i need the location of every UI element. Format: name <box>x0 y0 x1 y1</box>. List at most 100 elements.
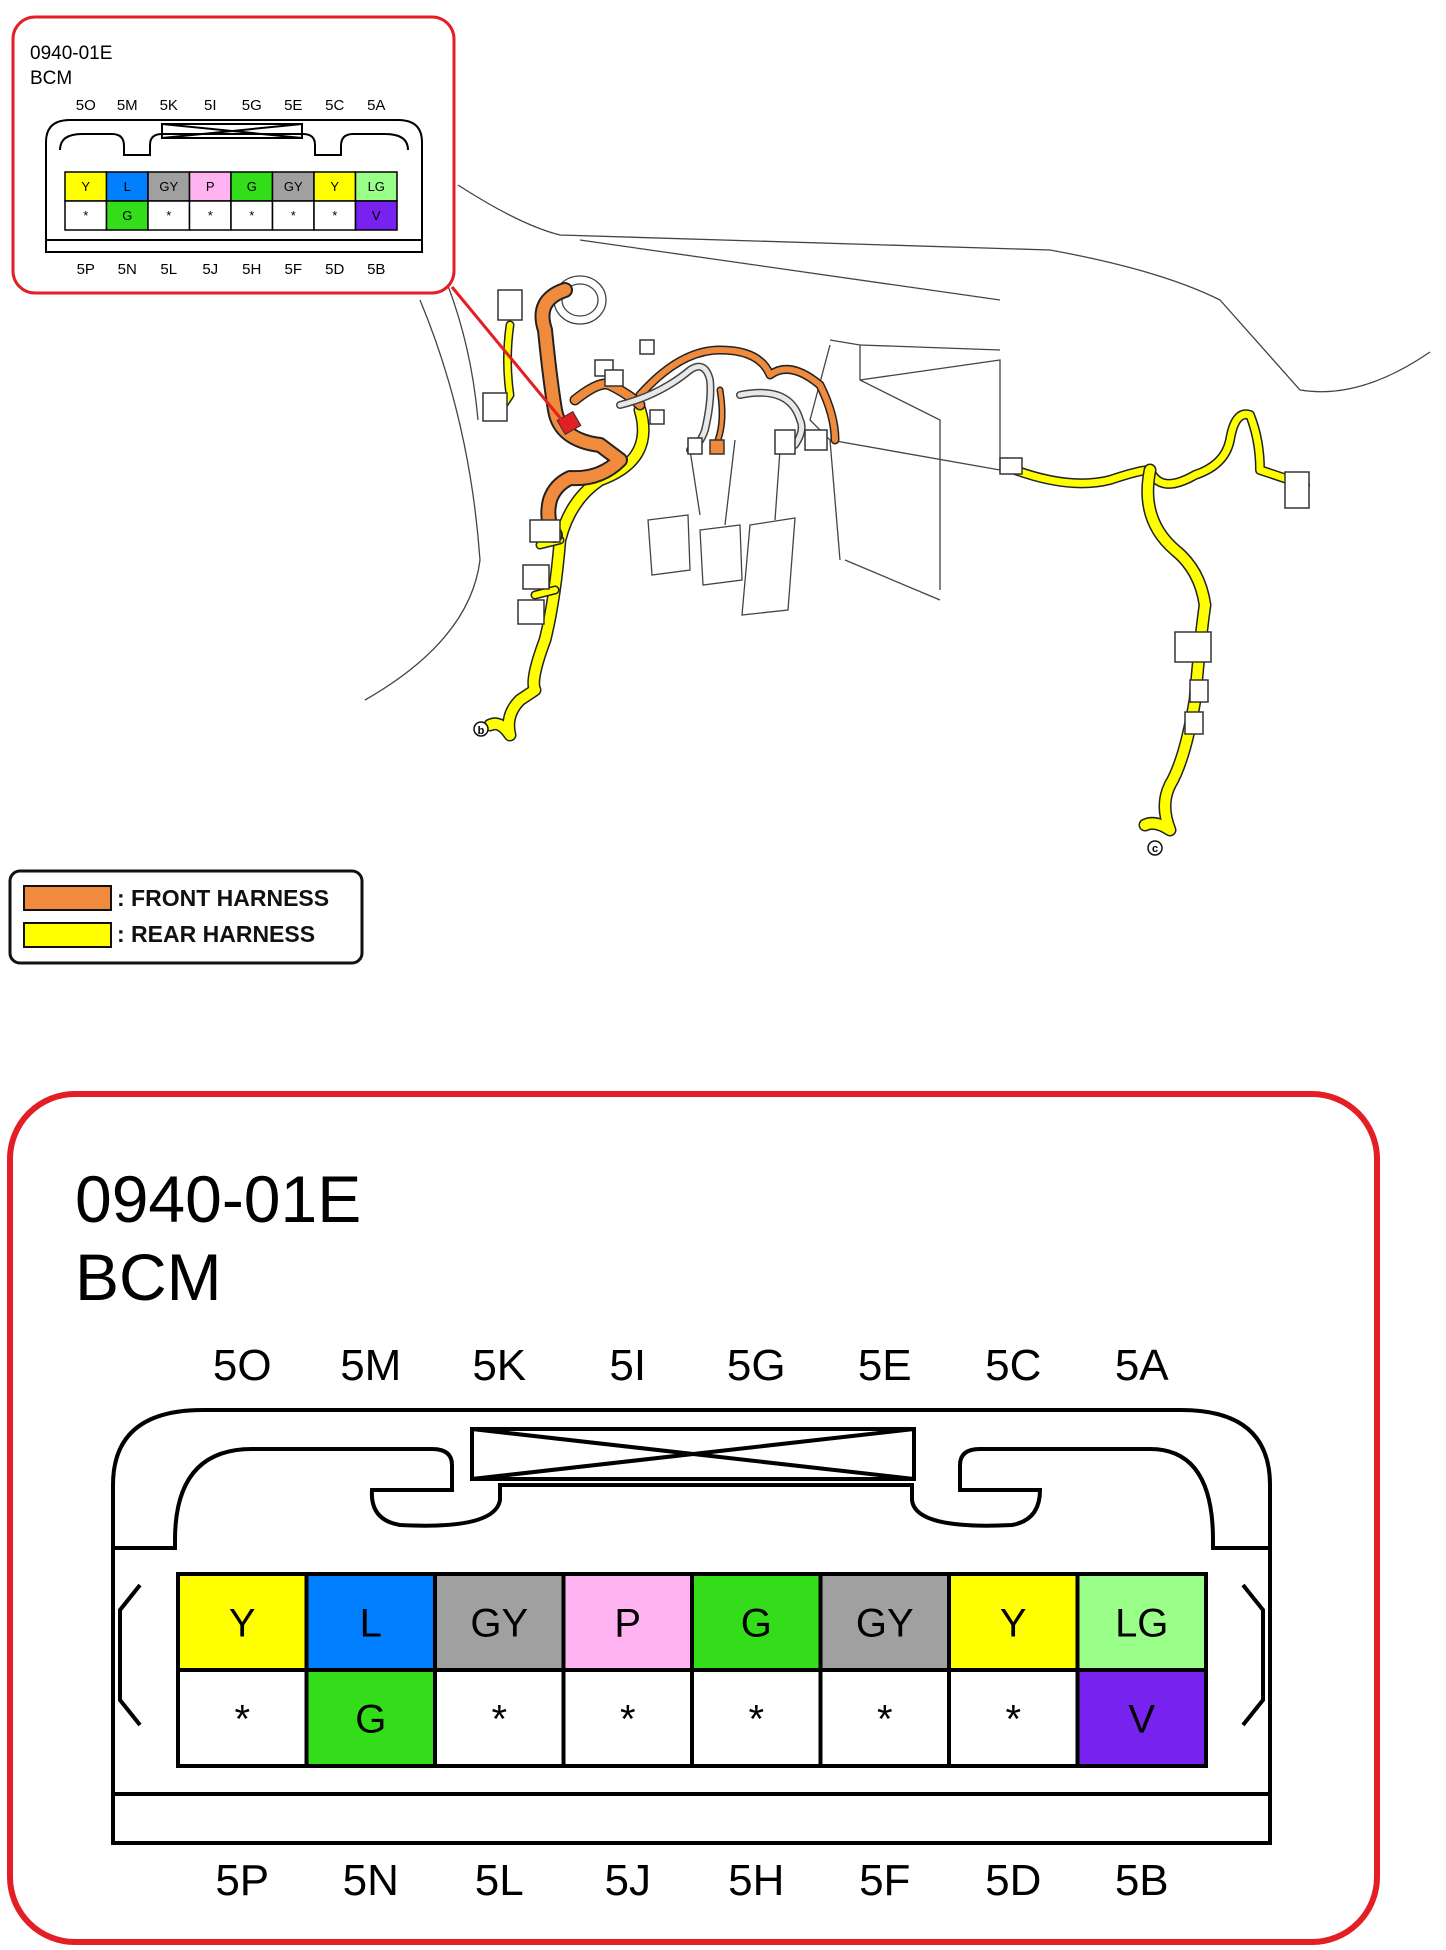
legend: : FRONT HARNESS : REAR HARNESS <box>8 869 364 965</box>
pin-label-bottom: 5D <box>985 1856 1041 1905</box>
wire-color-code: GY <box>159 179 178 194</box>
connector-code-small: 0940-01E <box>30 43 112 64</box>
pin-cell <box>271 171 315 202</box>
unused-pin-mark: * <box>332 208 337 223</box>
wire-color-code: Y <box>330 179 339 194</box>
pin-cell <box>64 200 108 231</box>
wire-color-code: L <box>360 1601 382 1645</box>
pin-cell <box>818 1668 951 1768</box>
connector-body-small <box>45 119 423 253</box>
connector-name-small: BCM <box>30 68 72 89</box>
pin-label-bottom: 5P <box>77 261 95 278</box>
pin-label-top: 5C <box>985 1341 1041 1390</box>
connector-code-large: 0940-01E <box>75 1162 361 1236</box>
unused-pin-mark: * <box>620 1697 636 1741</box>
pin-label-bottom: 5N <box>343 1856 399 1905</box>
svg-text:b: b <box>478 725 485 737</box>
pin-label-top: 5E <box>284 97 302 114</box>
legend-swatch-rear <box>23 922 112 948</box>
pedal-outlines <box>647 439 796 616</box>
wire-color-code: LG <box>368 179 385 194</box>
pin-label-top: 5I <box>204 97 217 114</box>
pin-label-bottom: 5B <box>367 261 385 278</box>
wire-color-code: Y <box>229 1601 256 1645</box>
pin-label-bottom: 5F <box>859 1856 910 1905</box>
pin-label-top: 5O <box>213 1341 272 1390</box>
unused-pin-mark: * <box>83 208 88 223</box>
wire-color-code: G <box>247 179 257 194</box>
ground-point-b-icon: b <box>473 721 489 737</box>
pin-cell <box>354 171 398 202</box>
wire-color-code: P <box>206 179 215 194</box>
pin-label-bottom: 5L <box>160 261 177 278</box>
pin-label-top: 5A <box>1115 1341 1169 1390</box>
pin-cell <box>313 200 357 231</box>
pin-label-bottom: 5L <box>475 1856 524 1905</box>
wire-color-code: Y <box>1000 1601 1027 1645</box>
pin-label-bottom: 5J <box>202 261 218 278</box>
wire-color-code: GY <box>284 179 303 194</box>
pin-cell <box>1075 1572 1208 1672</box>
harness-connectors-left <box>482 289 828 625</box>
callout-leader-line <box>450 286 568 426</box>
pin-label-top: 5M <box>117 97 138 114</box>
pin-cell <box>433 1668 566 1768</box>
pin-label-bottom: 5H <box>242 261 261 278</box>
wire-color-code: G <box>122 208 132 223</box>
wire-color-code: L <box>124 179 131 194</box>
pin-cell <box>147 200 191 231</box>
unused-pin-mark: * <box>1005 1697 1021 1741</box>
pin-cell <box>105 200 149 231</box>
wire-color-code: V <box>1128 1697 1155 1741</box>
front-harness <box>534 282 840 543</box>
pin-cell <box>230 200 274 231</box>
unused-pin-mark: * <box>748 1697 764 1741</box>
pin-cell <box>561 1668 694 1768</box>
pin-cell <box>818 1572 951 1672</box>
wire-color-code: G <box>355 1697 386 1741</box>
pin-label-top: 5C <box>325 97 344 114</box>
pin-cell <box>354 200 398 231</box>
harness-connectors-right <box>999 457 1310 735</box>
legend-label-front: : FRONT HARNESS <box>117 885 329 911</box>
pin-label-top: 5K <box>472 1341 526 1390</box>
pin-label-bottom: 5B <box>1115 1856 1169 1905</box>
wire-color-code: V <box>372 208 381 223</box>
unused-pin-mark: * <box>249 208 254 223</box>
pin-cell <box>561 1572 694 1672</box>
unused-pin-mark: * <box>291 208 296 223</box>
wire-color-code: Y <box>81 179 90 194</box>
ground-point-c-icon: c <box>1147 840 1163 856</box>
wire-color-code: GY <box>856 1601 914 1645</box>
pin-label-top: 5A <box>367 97 385 114</box>
wire-color-code: LG <box>1115 1601 1168 1645</box>
pin-cell <box>947 1668 1080 1768</box>
unused-pin-mark: * <box>877 1697 893 1741</box>
wire-color-code: G <box>741 1601 772 1645</box>
svg-text:c: c <box>1152 843 1158 855</box>
pin-label-bottom: 5D <box>325 261 344 278</box>
connector-body-large <box>111 1408 1272 1845</box>
pin-label-bottom: 5N <box>118 261 137 278</box>
legend-swatch-front <box>23 885 112 911</box>
pin-cell <box>690 1668 823 1768</box>
pin-label-bottom: 5P <box>215 1856 269 1905</box>
pin-label-top: 5G <box>727 1341 786 1390</box>
unused-pin-mark: * <box>166 208 171 223</box>
pin-cell <box>1075 1668 1208 1768</box>
pin-label-top: 5E <box>858 1341 912 1390</box>
pin-label-top: 5G <box>242 97 262 114</box>
pin-cell <box>313 171 357 202</box>
pin-label-bottom: 5H <box>728 1856 784 1905</box>
connector-name-large: BCM <box>75 1240 222 1314</box>
unused-pin-mark: * <box>208 208 213 223</box>
pin-cell <box>304 1668 437 1768</box>
